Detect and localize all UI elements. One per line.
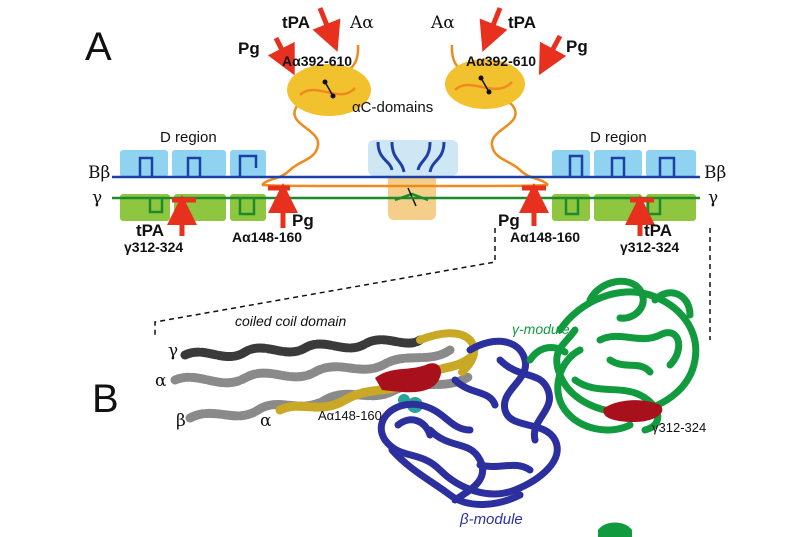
d-region-label-left: D region [160,129,217,146]
a-alpha-label-right: Aα [430,13,455,33]
panel-b-label: B [92,377,119,421]
d-region-left [120,150,266,221]
tpa-label-bottom-right: tPA [644,221,672,240]
e-region [368,140,458,220]
tpa-label-top-left: tPA [282,13,310,32]
beta-chain-label-b: β [176,411,186,431]
gamma-312-324-site [603,400,663,422]
gamma-module [526,277,700,434]
gamma-module-label: γ-module [512,321,570,337]
ac-domains-label: αC-domains [352,99,433,116]
ac-domain-right [445,59,525,109]
gamma-label-right: γ [708,188,718,208]
a-alpha-392-610-left: Aα392-610 [282,53,352,69]
gamma-label-left: γ [92,188,102,208]
pg-label-bottom-left: Pg [292,211,314,230]
beta-module [377,337,561,508]
alpha-chain-label-b: α [155,371,167,391]
a-alpha-148-160-label-right: Aα148-160 [510,229,580,245]
a-alpha-chain [261,183,549,188]
pg-arrow-top-right [538,34,567,76]
green-fragment [598,522,632,537]
gamma-chain-label-b: γ [168,341,178,361]
coiled-coil-domain [170,329,479,423]
ac-domain-left [287,64,371,116]
pg-label-top-left: Pg [238,39,260,58]
a-alpha-148-160-site [375,363,442,393]
a-alpha-label-left: Aα [349,13,374,33]
tpa-arrow-top-left [312,7,341,52]
gamma-312-324-label-right: γ312-324 [620,239,679,255]
b-beta-label-right: Bβ [704,163,726,183]
a-alpha-392-610-right: Aα392-610 [466,53,536,69]
tpa-label-bottom-left: tPA [136,221,164,240]
tpa-arrow-top-right [479,7,508,52]
zoom-line-left [154,228,496,338]
pg-label-top-right: Pg [566,37,588,56]
gamma-312-324-label-b: γ312-324 [652,420,706,435]
pg-label-bottom-right: Pg [498,211,520,230]
tpa-label-top-right: tPA [508,13,536,32]
coiled-coil-label: coiled coil domain [235,313,346,329]
alpha-label-gold: α [260,411,272,431]
gamma-312-324-label-left: γ312-324 [124,239,183,255]
d-region-label-right: D region [590,129,647,146]
b-beta-label-left: Bβ [88,163,110,183]
a-alpha-148-160-label-left: Aα148-160 [232,229,302,245]
pg-arrow-top-left [267,36,295,76]
beta-module-label: β-module [459,511,523,528]
a-alpha-148-160-label-b: Aα148-160 [318,408,382,423]
panel-a-label: A [85,25,112,69]
